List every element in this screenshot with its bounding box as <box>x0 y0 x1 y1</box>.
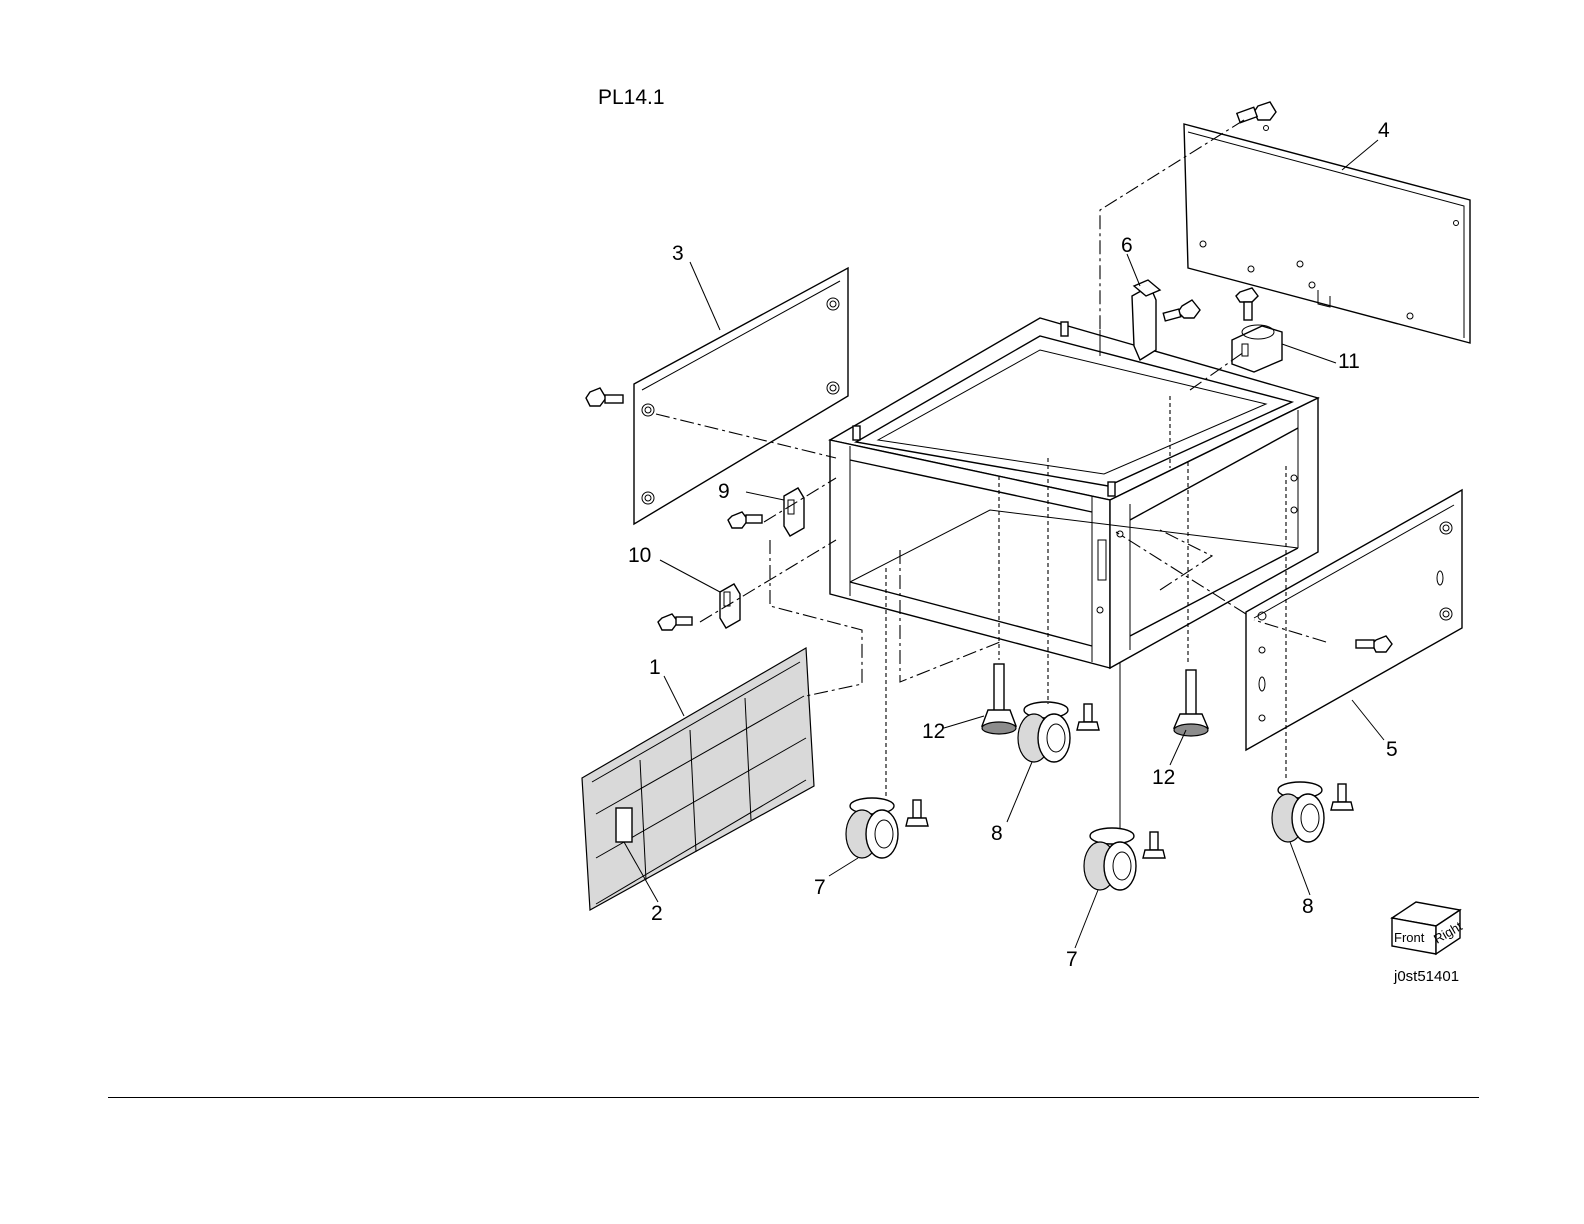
part-6-bracket <box>1132 280 1160 360</box>
orientation-cube: Front Right <box>1392 902 1465 954</box>
screw-part-11 <box>1236 288 1258 320</box>
screw-part-4 <box>1237 102 1276 123</box>
part-7-caster-left <box>846 798 898 858</box>
callout-9: 9 <box>718 480 730 503</box>
diagram-id: j0st51401 <box>1394 968 1459 985</box>
callout-1: 1 <box>649 656 661 679</box>
screw-caster-7-left <box>906 800 928 826</box>
part-10-bracket <box>720 584 740 628</box>
callout-6: 6 <box>1121 234 1133 257</box>
callout-12-right: 12 <box>1152 766 1175 789</box>
callout-4: 4 <box>1378 119 1390 142</box>
part-8-caster-right <box>1272 782 1324 842</box>
screw-part-9 <box>728 512 762 528</box>
callout-2: 2 <box>651 902 663 925</box>
callout-12-left: 12 <box>922 720 945 743</box>
screw-caster-8-left <box>1077 704 1099 730</box>
callout-7-right: 7 <box>1066 948 1078 971</box>
screw-caster-8-right <box>1331 784 1353 810</box>
part-1-front-cover <box>582 648 814 910</box>
part-11-stopper <box>1232 325 1282 372</box>
screw-part-3 <box>586 388 623 406</box>
callout-8-left: 8 <box>991 822 1003 845</box>
callout-11: 11 <box>1338 350 1360 373</box>
part-12-adjuster-left <box>982 664 1016 734</box>
callout-10: 10 <box>628 544 651 567</box>
footer-rule <box>108 1097 1479 1098</box>
screw-part-6 <box>1163 300 1200 321</box>
callout-5: 5 <box>1386 738 1398 761</box>
screw-caster-7-right <box>1143 832 1165 858</box>
part-12-adjuster-right <box>1174 670 1208 736</box>
part-4-rear-cover <box>1184 124 1470 343</box>
cube-front-label: Front <box>1394 930 1425 945</box>
callout-3: 3 <box>672 242 684 265</box>
part-7-caster-right <box>1084 828 1136 890</box>
screw-part-10 <box>658 614 692 630</box>
part-9-bracket <box>784 488 804 536</box>
main-frame <box>830 318 1318 668</box>
callout-8-right: 8 <box>1302 895 1314 918</box>
callout-7-left: 7 <box>814 876 826 899</box>
part-8-caster-left <box>1018 702 1070 762</box>
part-3-left-cover <box>634 268 848 524</box>
